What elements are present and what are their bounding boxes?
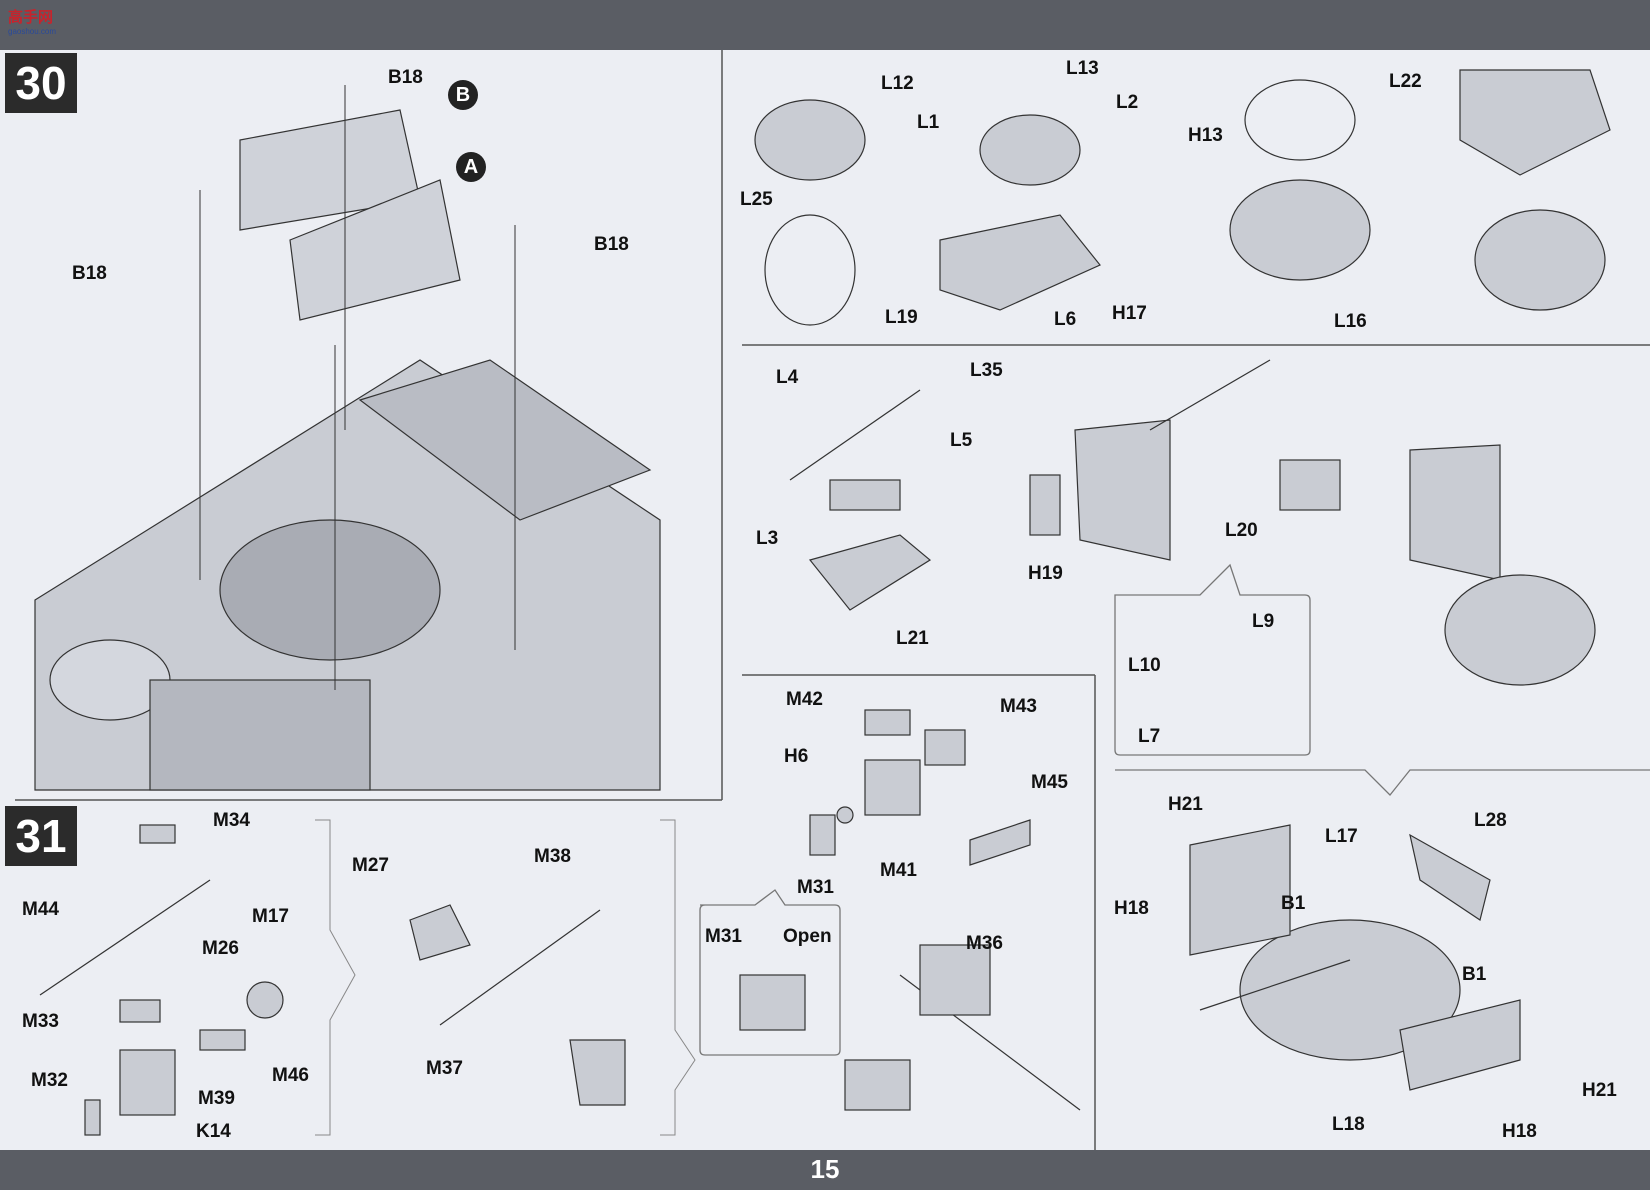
label-l21: L21 xyxy=(896,628,929,649)
label-l13: L13 xyxy=(1066,58,1099,79)
label-m36: M36 xyxy=(966,933,1003,954)
label-k14: K14 xyxy=(196,1121,231,1142)
label-h18: H18 xyxy=(1502,1121,1537,1142)
label-h21: H21 xyxy=(1168,794,1203,815)
label-m31-open: M31 xyxy=(705,926,742,947)
label-b1: B1 xyxy=(1281,893,1306,914)
label-m33: M33 xyxy=(22,1011,59,1032)
label-h13: H13 xyxy=(1188,125,1223,146)
label-m44: M44 xyxy=(22,899,59,920)
label-h21: H21 xyxy=(1582,1080,1617,1101)
label-h6: H6 xyxy=(784,746,809,767)
label-l7: L7 xyxy=(1138,726,1161,747)
label-m31: M31 xyxy=(797,877,834,898)
label-l1: L1 xyxy=(917,112,940,133)
marker-a: A xyxy=(456,152,486,182)
label-l35: L35 xyxy=(970,360,1003,381)
label-b18: B18 xyxy=(72,263,107,284)
label-m26: M26 xyxy=(202,938,239,959)
label-l2: L2 xyxy=(1116,92,1139,113)
label-l12: L12 xyxy=(881,73,914,94)
marker-b: B xyxy=(448,80,478,110)
label-m45: M45 xyxy=(1031,772,1068,793)
label-m38: M38 xyxy=(534,846,571,867)
step-30-number: 30 xyxy=(5,53,77,113)
label-l19: L19 xyxy=(885,307,918,328)
label-l4: L4 xyxy=(776,367,799,388)
label-l25: L25 xyxy=(740,189,773,210)
label-l16: L16 xyxy=(1334,311,1367,332)
label-b1: B1 xyxy=(1462,964,1487,985)
label-l6: L6 xyxy=(1054,309,1077,330)
label-b18: B18 xyxy=(594,234,629,255)
label-h19: H19 xyxy=(1028,563,1063,584)
label-m41: M41 xyxy=(880,860,917,881)
label-b18: B18 xyxy=(388,67,423,88)
label-l20: L20 xyxy=(1225,520,1258,541)
label-m46: M46 xyxy=(272,1065,309,1086)
label-m43: M43 xyxy=(1000,696,1037,717)
label-l5: L5 xyxy=(950,430,973,451)
label-l17: L17 xyxy=(1325,826,1358,847)
label-h18: H18 xyxy=(1114,898,1149,919)
label-l10: L10 xyxy=(1128,655,1161,676)
label-m42: M42 xyxy=(786,689,823,710)
label-l3: L3 xyxy=(756,528,779,549)
label-m37: M37 xyxy=(426,1058,463,1079)
label-l28: L28 xyxy=(1474,810,1507,831)
label-m27: M27 xyxy=(352,855,389,876)
page-number: 15 xyxy=(810,1154,840,1184)
label-m17: M17 xyxy=(252,906,289,927)
label-m32: M32 xyxy=(31,1070,68,1091)
label-m39: M39 xyxy=(198,1088,235,1109)
bottom-bar xyxy=(0,1150,1650,1190)
label-l22: L22 xyxy=(1389,71,1422,92)
label-open: Open xyxy=(783,926,832,947)
step-31-number: 31 xyxy=(5,806,77,866)
label-l18: L18 xyxy=(1332,1114,1365,1135)
hull-drawing xyxy=(34,109,661,791)
label-l9: L9 xyxy=(1252,611,1275,632)
label-h17: H17 xyxy=(1112,303,1147,324)
label-m34: M34 xyxy=(213,810,250,831)
